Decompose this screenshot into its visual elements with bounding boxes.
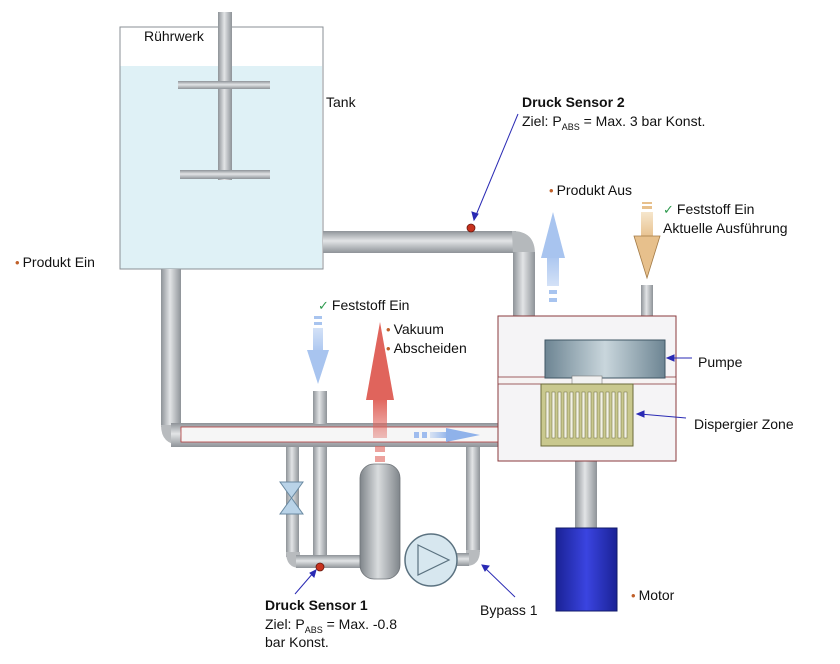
label-ruehrwerk: Rührwerk [144, 28, 204, 44]
label-produkt-ein: •Produkt Ein [15, 254, 95, 270]
label-bypass: Bypass 1 [480, 602, 538, 618]
disperser-tooth [569, 391, 574, 439]
label-abscheiden: •Abscheiden [386, 340, 467, 356]
bullet-icon: • [386, 322, 391, 337]
separator-vessel [359, 463, 401, 580]
label-motor: •Motor [631, 587, 675, 603]
pressure-sensor-2 [466, 223, 476, 233]
disperser-tooth [545, 391, 550, 439]
valve-icon [279, 481, 304, 515]
bypass-pump-icon [404, 533, 458, 587]
solids-in-arrow-right [633, 202, 661, 280]
check-icon: ✓ [663, 202, 674, 217]
label-sensor2-target: Ziel: PABS = Max. 3 bar Konst. [522, 113, 706, 132]
agitator [178, 12, 270, 180]
disperser-tooth [575, 391, 580, 439]
bullet-icon: • [15, 255, 20, 270]
label-aktuelle-ausfuehrung: Aktuelle Ausführung [663, 220, 788, 236]
bullet-icon: • [631, 588, 636, 603]
disperser-tooth [593, 391, 598, 439]
disperser-tooth [551, 391, 556, 439]
label-sensor1-title: Druck Sensor 1 [265, 597, 368, 613]
flow-direction-arrow [414, 428, 480, 442]
label-vakuum: •Vakuum [386, 321, 444, 337]
disperser-tooth [563, 391, 568, 439]
bullet-icon: • [386, 341, 391, 356]
label-sensor2-title: Druck Sensor 2 [522, 94, 625, 110]
disperser-tooth [605, 391, 610, 439]
solids-in-arrow-left [307, 316, 329, 384]
label-feststoff-ein-left: ✓Feststoff Ein [318, 297, 410, 313]
product-out-arrow [541, 212, 565, 302]
motor [555, 527, 618, 612]
disperser [540, 375, 634, 447]
label-dispergier-zone: Dispergier Zone [694, 416, 794, 432]
label-sensor1-target: Ziel: PABS = Max. -0.8 [265, 616, 398, 635]
label-pumpe: Pumpe [698, 354, 743, 370]
disperser-tooth [611, 391, 616, 439]
label-produkt-aus: •Produkt Aus [549, 182, 633, 198]
disperser-tooth [617, 391, 622, 439]
disperser-tooth [557, 391, 562, 439]
pump-rotor [544, 339, 666, 379]
leader-lines [294, 113, 692, 598]
disperser-tooth [581, 391, 586, 439]
check-icon: ✓ [318, 298, 329, 313]
pressure-sensor-1 [315, 562, 325, 572]
label-tank: Tank [326, 94, 356, 110]
disperser-tooth [623, 391, 628, 439]
label-sensor1-line2: bar Konst. [265, 634, 329, 650]
vacuum-arrow [366, 322, 394, 462]
label-feststoff-ein-right: ✓Feststoff Ein [663, 201, 755, 217]
bullet-icon: • [549, 183, 554, 198]
disperser-tooth [599, 391, 604, 439]
disperser-tooth [587, 391, 592, 439]
